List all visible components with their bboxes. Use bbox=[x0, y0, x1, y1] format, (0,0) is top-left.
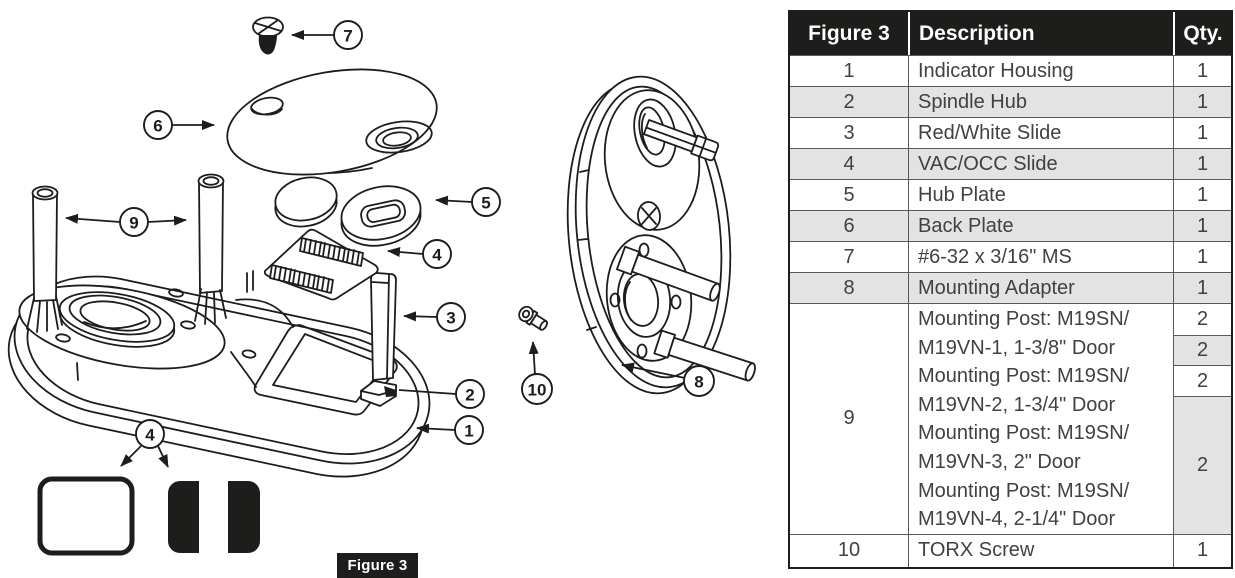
description-line: Mounting Post: M19SN/ bbox=[918, 308, 1130, 330]
description-line: M19VN-2, 1-3/4" Door bbox=[918, 393, 1116, 416]
callout-8-label: 8 bbox=[694, 373, 703, 392]
callout-6-label: 6 bbox=[153, 117, 162, 136]
callout-2: 2 bbox=[455, 379, 485, 409]
callout-3-label: 3 bbox=[446, 309, 455, 328]
callout-10-label: 10 bbox=[528, 381, 547, 400]
description-line: Mounting Post: M19SN/ bbox=[918, 422, 1130, 445]
callout-5-label: 5 bbox=[481, 194, 490, 213]
callout-5: 5 bbox=[471, 187, 501, 217]
cell-qty: 2 bbox=[1196, 308, 1209, 330]
callout-10: 10 bbox=[521, 373, 553, 405]
cell-qty: 1 bbox=[1173, 87, 1231, 117]
machine-screw-drawing bbox=[252, 16, 284, 55]
callout-3: 3 bbox=[436, 302, 466, 332]
table-row: 4 VAC/OCC Slide 1 bbox=[790, 148, 1231, 179]
indicator-window-blank bbox=[37, 476, 135, 556]
table-row: 10 TORX Screw 1 bbox=[790, 533, 1231, 567]
cell-description-multiline: Mounting Post: M19SN/ M19VN-1, 1-3/8" Do… bbox=[908, 304, 1173, 534]
hub-plate-drawing bbox=[274, 176, 422, 247]
callout-1: 1 bbox=[454, 415, 484, 445]
red-white-slide-drawing bbox=[370, 272, 397, 381]
cell-figure: 1 bbox=[843, 59, 855, 82]
col-header-figure: Figure 3 bbox=[808, 21, 890, 45]
cell-qty: 1 bbox=[1173, 242, 1231, 272]
cell-figure: 2 bbox=[843, 90, 855, 113]
cell-description: #6-32 x 3/16" MS bbox=[908, 242, 1173, 272]
callout-7-label: 7 bbox=[343, 27, 352, 46]
description-line: Mounting Post: M19SN/ bbox=[918, 365, 1130, 388]
mounting-adapter-drawing bbox=[566, 75, 756, 395]
cell-qty: 1 bbox=[1173, 534, 1231, 567]
callout-4-top: 4 bbox=[422, 239, 452, 269]
description-line: M19VN-4, 2-1/4" Door bbox=[918, 508, 1116, 531]
cell-qty: 2 bbox=[1174, 365, 1231, 396]
figure-caption: Figure 3 bbox=[337, 553, 418, 578]
cell-description: Indicator Housing bbox=[908, 56, 1173, 86]
callout-6: 6 bbox=[143, 110, 173, 140]
cell-qty: 1 bbox=[1173, 211, 1231, 241]
table-row: 5 Hub Plate 1 bbox=[790, 179, 1231, 210]
table-row: 8 Mounting Adapter 1 bbox=[790, 272, 1231, 303]
exploded-view-diagram: 7 6 9 5 4 3 2 1 bbox=[7, 16, 756, 556]
callout-4-top-label: 4 bbox=[432, 246, 442, 265]
spindle-hub-drawing bbox=[360, 380, 397, 407]
cell-qty: 2 bbox=[1174, 396, 1231, 534]
callout-2-label: 2 bbox=[465, 386, 474, 405]
table-row: 3 Red/White Slide 1 bbox=[790, 117, 1231, 148]
cell-qty: 1 bbox=[1173, 149, 1231, 179]
mounting-post-left-drawing bbox=[26, 185, 63, 333]
cell-description: TORX Screw bbox=[908, 534, 1173, 567]
cell-figure: 4 bbox=[843, 152, 855, 175]
callout-9-label: 9 bbox=[129, 214, 138, 233]
callout-8: 8 bbox=[683, 365, 715, 397]
cell-figure: 5 bbox=[843, 183, 855, 206]
cell-figure: 7 bbox=[843, 245, 855, 268]
cell-description: Spindle Hub bbox=[908, 87, 1173, 117]
cell-description: Back Plate bbox=[908, 211, 1173, 241]
table-row: 2 Spindle Hub 1 bbox=[790, 86, 1231, 117]
cell-figure: 6 bbox=[843, 214, 855, 237]
cell-figure: 3 bbox=[843, 121, 855, 144]
cell-qty: 1 bbox=[1173, 273, 1231, 303]
cell-description: Mounting Adapter bbox=[908, 273, 1173, 303]
cell-description: VAC/OCC Slide bbox=[908, 149, 1173, 179]
description-line: Mounting Post: M19SN/ bbox=[918, 479, 1130, 502]
cell-qty-stack: 2 2 2 2 bbox=[1173, 304, 1231, 534]
description-line: M19VN-3, 2" Door bbox=[918, 450, 1081, 473]
callout-4-bottom: 4 bbox=[135, 419, 165, 449]
cell-qty: 1 bbox=[1173, 56, 1231, 86]
indicator-window-striped bbox=[168, 481, 260, 553]
table-row: 7 #6-32 x 3/16" MS 1 bbox=[790, 241, 1231, 272]
vac-occ-slide-drawing bbox=[263, 228, 379, 301]
col-header-qty: Qty. bbox=[1173, 12, 1231, 55]
mounting-post-right-drawing bbox=[194, 173, 227, 325]
back-plate-drawing bbox=[226, 68, 438, 176]
cell-qty: 2 bbox=[1174, 335, 1231, 365]
callout-7: 7 bbox=[333, 20, 363, 50]
cell-figure: 10 bbox=[837, 539, 861, 562]
cell-qty: 1 bbox=[1173, 180, 1231, 210]
parts-table: Figure 3 Description Qty. 1 Indicator Ho… bbox=[788, 10, 1233, 569]
callout-leader-lines bbox=[65, 30, 686, 468]
cell-description: Hub Plate bbox=[908, 180, 1173, 210]
cell-figure: 8 bbox=[843, 276, 855, 299]
col-header-description: Description bbox=[908, 12, 1173, 55]
table-row: 6 Back Plate 1 bbox=[790, 210, 1231, 241]
description-line: M19VN-1, 1-3/8" Door bbox=[918, 336, 1116, 359]
torx-screw-drawing bbox=[518, 305, 549, 331]
parts-table-header: Figure 3 Description Qty. bbox=[790, 12, 1231, 55]
callout-4-bottom-label: 4 bbox=[145, 426, 155, 445]
cell-description: Red/White Slide bbox=[908, 118, 1173, 148]
callout-1-label: 1 bbox=[464, 422, 473, 441]
table-row-mounting-posts: 9 Mounting Post: M19SN/ M19VN-1, 1-3/8" … bbox=[790, 303, 1231, 534]
table-row: 1 Indicator Housing 1 bbox=[790, 55, 1231, 86]
cell-qty: 1 bbox=[1173, 118, 1231, 148]
cell-figure: 9 bbox=[843, 407, 855, 430]
callout-9: 9 bbox=[119, 207, 149, 237]
